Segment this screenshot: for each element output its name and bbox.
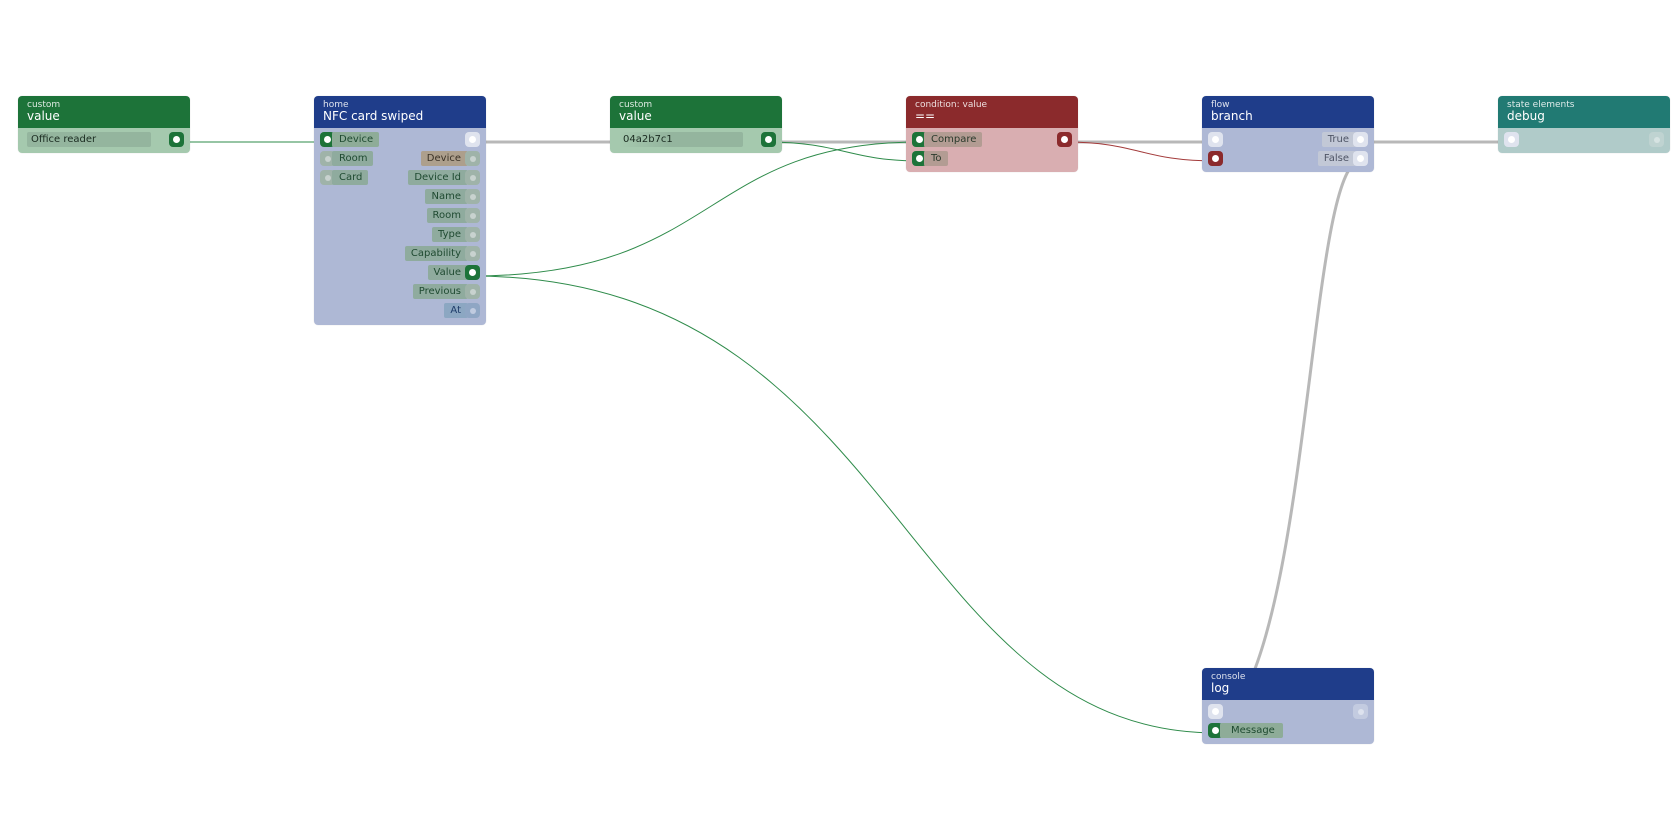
- flow-output-port[interactable]: [1353, 704, 1368, 719]
- node-title: debug: [1507, 109, 1545, 123]
- condition-input-port[interactable]: [1208, 151, 1223, 166]
- output-port-capability[interactable]: [465, 246, 480, 261]
- node-header[interactable]: console log: [1202, 668, 1374, 700]
- node-body: True False: [1202, 128, 1374, 172]
- node-body: [1498, 128, 1670, 153]
- node-title: value: [619, 109, 652, 123]
- node-header[interactable]: flow branch: [1202, 96, 1374, 128]
- output-label-value: Value: [427, 265, 468, 280]
- node-header[interactable]: state elements debug: [1498, 96, 1670, 128]
- output-port-type[interactable]: [465, 227, 480, 242]
- flow-output-port[interactable]: [1649, 132, 1664, 147]
- output-label-room: Room: [426, 208, 468, 223]
- node-body: Compare To: [906, 128, 1078, 172]
- input-port-to[interactable]: [912, 151, 927, 166]
- value-field[interactable]: Office reader: [27, 132, 151, 147]
- output-label-previous: Previous: [412, 284, 468, 299]
- node-title: branch: [1211, 109, 1253, 123]
- input-label-card: Card: [332, 170, 369, 185]
- input-label-message: Message: [1220, 723, 1283, 738]
- node-debug[interactable]: state elements debug: [1498, 96, 1670, 153]
- output-port[interactable]: [761, 132, 776, 147]
- node-value-card[interactable]: custom value 04a2b7c1: [610, 96, 782, 153]
- node-body: 04a2b7c1: [610, 128, 782, 153]
- node-header[interactable]: custom value: [610, 96, 782, 128]
- node-title: log: [1211, 681, 1230, 695]
- node-category: home: [323, 100, 349, 110]
- output-label-device-id: Device Id: [408, 170, 468, 185]
- node-category: state elements: [1507, 100, 1575, 110]
- node-header[interactable]: custom value: [18, 96, 190, 128]
- node-console-log[interactable]: console log Message: [1202, 668, 1374, 744]
- condition-wire-to-branch: [1063, 141, 1218, 162]
- value-field[interactable]: 04a2b7c1: [619, 132, 743, 147]
- output-port[interactable]: [169, 132, 184, 147]
- node-category: custom: [27, 100, 61, 110]
- node-condition-equals[interactable]: condition: value == Compare To: [906, 96, 1078, 172]
- flow-input-port[interactable]: [1208, 704, 1223, 719]
- node-flow-branch[interactable]: flow branch True False: [1202, 96, 1374, 172]
- output-label-true: True: [1321, 132, 1356, 147]
- input-label-compare: Compare: [924, 132, 983, 147]
- output-label-at: At: [444, 303, 468, 318]
- flow-wire-false-to-log: [1228, 159, 1360, 717]
- output-label-capability: Capability: [404, 246, 468, 261]
- flow-input-port[interactable]: [1504, 132, 1519, 147]
- flow-input-port[interactable]: [1208, 132, 1223, 147]
- output-label-device: Device: [420, 151, 468, 166]
- node-category: flow: [1211, 100, 1230, 110]
- output-port-previous[interactable]: [465, 284, 480, 299]
- node-header[interactable]: home NFC card swiped: [314, 96, 486, 128]
- node-title: ==: [915, 109, 936, 123]
- input-port-compare[interactable]: [912, 132, 927, 147]
- node-nfc-card-swiped[interactable]: home NFC card swiped Device Room Device …: [314, 96, 486, 325]
- node-body: Device Room Device Card Device Id Name R…: [314, 128, 486, 325]
- input-label-room: Room: [332, 151, 374, 166]
- output-label-type: Type: [432, 227, 468, 242]
- output-label-false: False: [1317, 151, 1356, 166]
- output-port-name[interactable]: [465, 189, 480, 204]
- condition-output-port[interactable]: [1057, 132, 1072, 147]
- input-port-room[interactable]: [320, 151, 335, 166]
- input-label-device: Device: [332, 132, 380, 147]
- data-wire-value-to-compare: [471, 141, 921, 277]
- output-port-device-id[interactable]: [465, 170, 480, 185]
- output-port-at[interactable]: [465, 303, 480, 318]
- node-value-office[interactable]: custom value Office reader: [18, 96, 190, 153]
- output-port-false[interactable]: [1353, 151, 1368, 166]
- data-wire-value-to-message: [471, 275, 1218, 734]
- node-category: console: [1211, 672, 1246, 682]
- output-port-value[interactable]: [465, 265, 480, 280]
- node-body: Office reader: [18, 128, 190, 153]
- node-category: custom: [619, 100, 653, 110]
- input-port-device[interactable]: [320, 132, 335, 147]
- node-header[interactable]: condition: value ==: [906, 96, 1078, 128]
- output-label-name: Name: [425, 189, 468, 204]
- input-label-to: To: [924, 151, 948, 166]
- node-body: Message: [1202, 700, 1374, 744]
- output-port-room[interactable]: [465, 208, 480, 223]
- node-title: value: [27, 109, 60, 123]
- output-port-true[interactable]: [1353, 132, 1368, 147]
- node-title: NFC card swiped: [323, 109, 424, 123]
- input-port-card[interactable]: [320, 170, 335, 185]
- output-port-device[interactable]: [465, 151, 480, 166]
- node-category: condition: value: [915, 100, 988, 110]
- input-port-message[interactable]: [1208, 723, 1223, 738]
- flow-output-port[interactable]: [465, 132, 480, 147]
- data-wire-card-to-to: [766, 141, 921, 162]
